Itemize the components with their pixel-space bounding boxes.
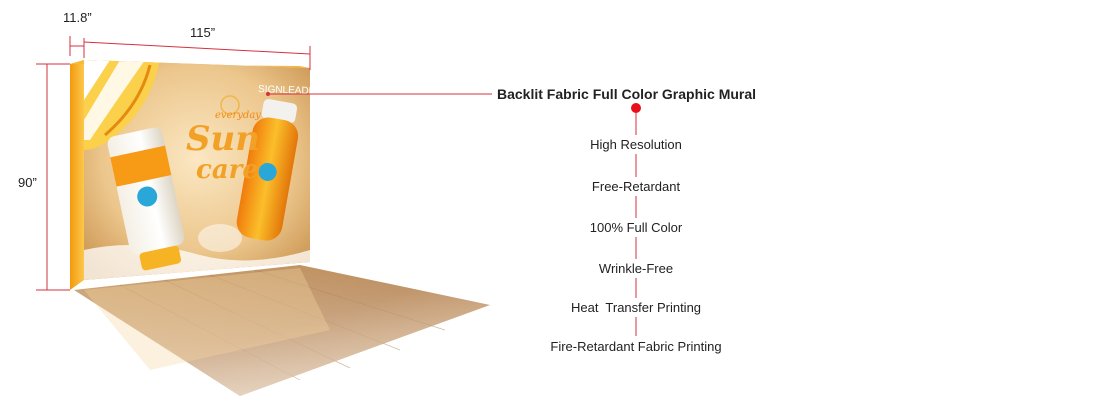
feature-item-5: Fire-Retardant Fabric Printing (500, 337, 772, 356)
spray-bottle-graphic (236, 99, 299, 241)
width-dimension-label: 115” (190, 25, 216, 40)
depth-dimension-label: 11.8” (63, 10, 92, 25)
mural-headline-2: care (196, 155, 259, 185)
mural-headline-1: Sun (186, 119, 260, 159)
sunscreen-tube-graphic (107, 127, 185, 271)
feature-label: Fire-Retardant Fabric Printing (547, 337, 725, 356)
feature-label: 100% Full Color (586, 218, 686, 237)
feature-label: Wrinkle-Free (595, 259, 677, 278)
mural-script: everyday (215, 110, 261, 121)
feature-label: Free-Retardant (588, 177, 684, 196)
backlit-display-illustration: SIGNLEADER everyday Sun care (36, 36, 492, 396)
feature-item-3: Wrinkle-Free (500, 259, 772, 278)
feature-label: High Resolution (587, 135, 685, 154)
height-dimension-label: 90” (18, 175, 37, 190)
feature-dot-icon (631, 103, 641, 113)
feature-item-2: 100% Full Color (500, 218, 772, 237)
product-title: Backlit Fabric Full Color Graphic Mural (497, 86, 757, 102)
callout-dot-mural (266, 92, 270, 96)
feature-label: Heat Transfer Printing (567, 298, 705, 317)
feature-item-1: Free-Retardant (500, 177, 772, 196)
umbrella-graphic (84, 60, 160, 150)
frame-side (70, 60, 84, 290)
feature-item-4: Heat Transfer Printing (500, 298, 772, 317)
feature-item-0: High Resolution (500, 135, 772, 154)
